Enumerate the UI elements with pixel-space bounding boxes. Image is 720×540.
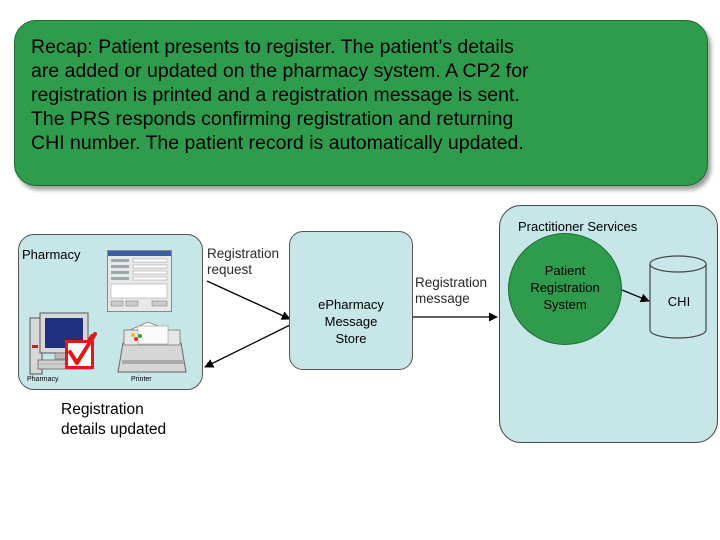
chi-label: CHI <box>667 294 691 309</box>
prs-line-2: Registration <box>530 280 600 295</box>
reg-message-line-2: message <box>415 291 470 306</box>
response-arrow <box>204 324 291 368</box>
store-line-2: Message <box>324 314 378 329</box>
checkbox-frame <box>65 340 94 369</box>
printer-icon <box>117 321 187 373</box>
registration-message-label: Registration message <box>415 275 487 307</box>
registration-details-updated-label: Registration details updated <box>61 400 166 440</box>
recap-line-4: The PRS responds confirming registration… <box>31 108 514 130</box>
patient-registration-system-label: Patient Registration System <box>508 262 622 313</box>
patient-registration-system-node <box>508 233 622 345</box>
recap-line-5: CHI number. The patient record is automa… <box>31 132 524 154</box>
recap-line-2: are added or updated on the pharmacy sys… <box>31 60 529 82</box>
epharmacy-message-store-label: ePharmacy Message Store <box>289 296 413 347</box>
details-line-2: details updated <box>61 421 167 438</box>
pharmacy-screen-image <box>107 250 172 312</box>
store-line-3: Store <box>335 331 367 346</box>
screen-form-image <box>108 251 171 307</box>
prs-line-1: Patient <box>544 263 586 278</box>
recap-banner: Recap: Patient presents to register. The… <box>14 20 708 186</box>
reg-message-line-1: Registration <box>415 275 488 290</box>
chi-database-icon <box>649 255 707 339</box>
pharmacy-label: Pharmacy <box>22 247 81 262</box>
recap-line-3: registration is printed and a registrati… <box>31 84 520 106</box>
reg-request-line-1: Registration <box>207 246 280 261</box>
prs-line-3: System <box>543 297 587 312</box>
registration-request-label: Registration request <box>207 246 279 278</box>
computer-caption: Pharmacy <box>27 376 59 383</box>
epharmacy-message-store-box <box>289 231 413 370</box>
prs-chi-arrow <box>612 282 650 303</box>
store-line-1: ePharmacy <box>318 297 384 312</box>
details-line-1: Registration <box>61 401 144 418</box>
practitioner-services-label: Practitioner Services <box>518 219 638 234</box>
printer-caption: Printer <box>131 376 152 383</box>
reg-request-line-2: request <box>207 262 253 277</box>
registration-request-arrow <box>206 280 291 320</box>
recap-line-1: Recap: Patient presents to register. The… <box>31 36 514 58</box>
